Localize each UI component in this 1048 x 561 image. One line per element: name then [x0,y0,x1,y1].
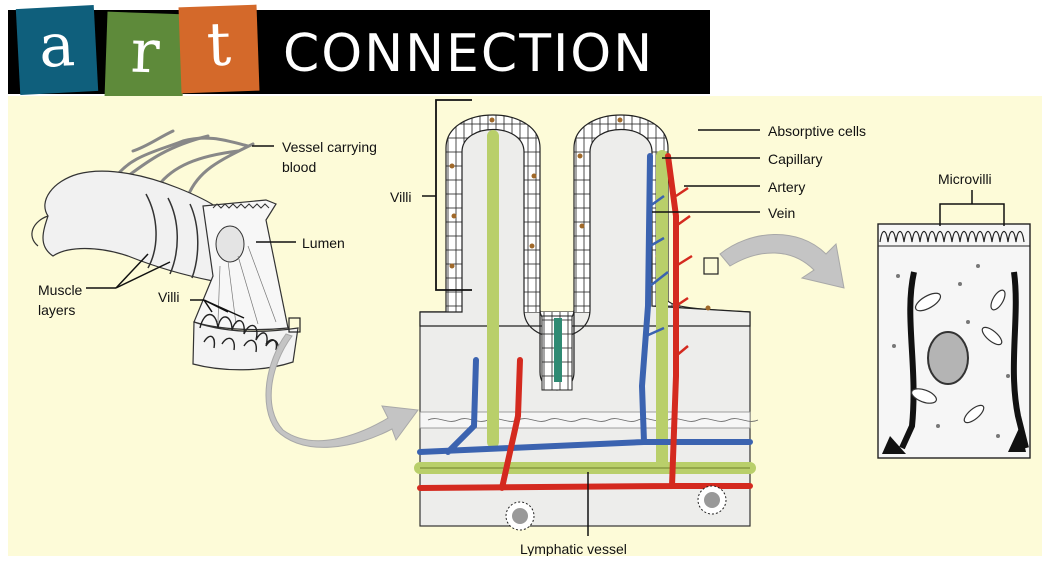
letter-tile-a: a [16,5,98,95]
label-layers: layers [38,302,75,318]
label-absorptive-cells: Absorptive cells [768,123,866,139]
label-vessel-carrying: Vessel carrying [282,139,377,155]
arrow-to-cell [720,234,844,288]
small-intestine-diagram: Vessel carrying blood Lumen Muscle layer… [8,96,1042,556]
label-muscle: Muscle [38,282,83,298]
label-villi-small: Villi [158,289,180,305]
label-capillary: Capillary [768,151,822,167]
label-lumen: Lumen [302,235,345,251]
absorptive-cell [878,224,1030,458]
label-vein: Vein [768,205,795,221]
diagram-panel: Vessel carrying blood Lumen Muscle layer… [8,96,1042,556]
banner-title: CONNECTION [283,24,654,84]
label-blood: blood [282,159,316,175]
muscularis-band [420,412,750,428]
letter-tile-r: r [105,12,186,101]
label-artery: Artery [768,179,805,195]
zoom-box-cell [704,258,718,274]
art-connection-banner: a r t CONNECTION [8,10,710,94]
label-lymphatic-vessel: Lymphatic vessel [520,541,627,556]
villus-section [420,115,758,530]
lumen [216,226,244,262]
intestine-section [32,131,300,370]
letter-tile-t: t [179,5,260,94]
nucleus [928,332,968,384]
label-villi-big: Villi [390,189,412,205]
label-microvilli: Microvilli [938,171,992,187]
right-labels: Microvilli [938,171,1004,226]
